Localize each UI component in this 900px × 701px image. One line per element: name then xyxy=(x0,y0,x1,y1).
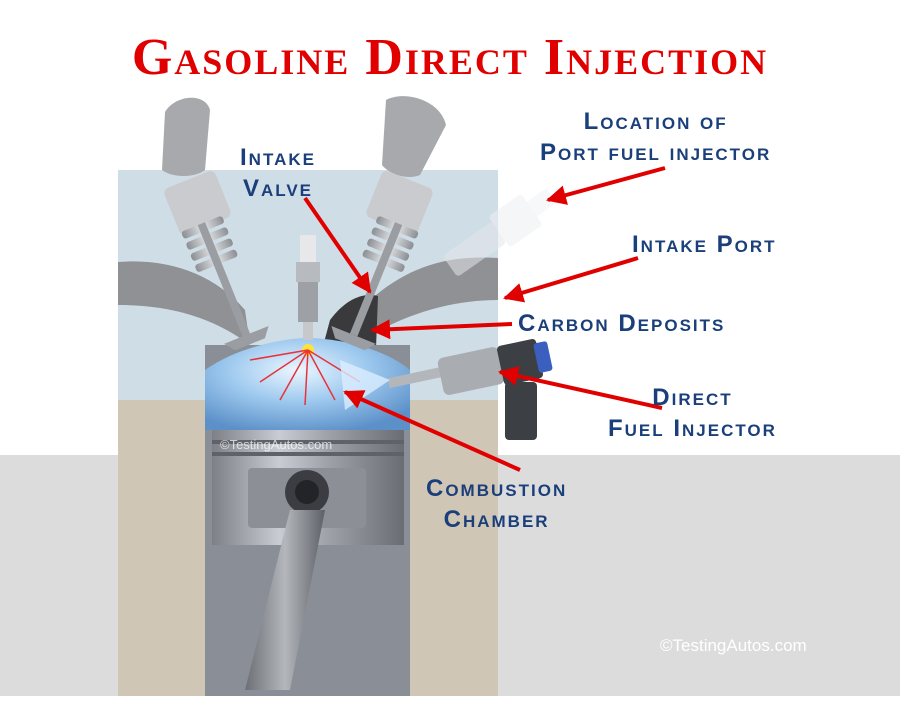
exhaust-port xyxy=(118,261,250,345)
connecting-rod xyxy=(245,510,325,690)
piston-ring xyxy=(212,452,404,456)
label-combustion-chamber: Combustion Chamber xyxy=(426,475,568,533)
spark-plug xyxy=(296,235,320,356)
label-carbon-deposits: Carbon Deposits xyxy=(518,310,726,337)
arrow-port-injector xyxy=(546,166,666,205)
arrow-combustion-chamber xyxy=(343,390,521,472)
exhaust-valve-assembly xyxy=(162,97,269,351)
label-intake-valve: Intake Valve xyxy=(240,144,316,202)
page-title: Gasoline Direct Injection xyxy=(131,29,769,86)
arrow-intake-port xyxy=(503,256,639,303)
intake-valve-assembly xyxy=(331,96,446,351)
direct-fuel-injector xyxy=(387,339,553,440)
label-intake-port: Intake Port xyxy=(632,231,777,258)
intake-port xyxy=(355,257,498,345)
port-fuel-injector-ghost xyxy=(444,188,557,276)
arrow-carbon-deposits xyxy=(370,319,513,340)
label-direct-fuel-injector: Direct Fuel Injector xyxy=(608,384,777,442)
arrow-intake-valve xyxy=(303,196,372,294)
wrist-pin-inner xyxy=(295,480,319,504)
piston-ring xyxy=(212,440,404,444)
watermark-corner: ©TestingAutos.com xyxy=(660,636,807,655)
watermark-piston: ©TestingAutos.com xyxy=(220,437,333,452)
arrow-direct-injector xyxy=(498,366,663,410)
label-port-fuel-injector: Location of Port fuel injector xyxy=(540,108,772,166)
